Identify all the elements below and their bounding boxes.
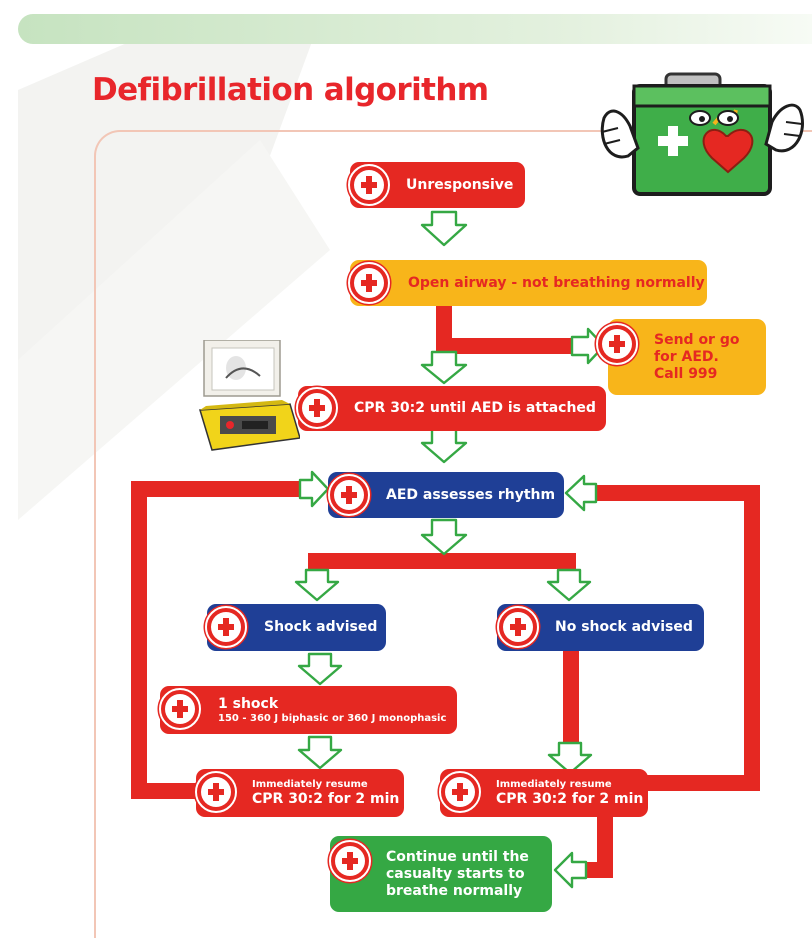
first-aid-cross-icon [159,688,201,730]
node-open-airway: Open airway - not breathing normally [348,260,707,306]
red-connector-lines [131,300,760,878]
arrow-left-loop [564,474,598,512]
node-shock-advised: Shock advised [205,604,386,651]
node-continue: Continue until the casualty starts to br… [329,836,552,912]
first-aid-cross-icon [348,262,390,304]
node-cpr-until-aed: CPR 30:2 until AED is attached [296,386,606,431]
node-resume-right: Immediately resume CPR 30:2 for 2 min [439,769,648,817]
first-aid-cross-icon [329,840,371,882]
first-aid-cross-icon [296,387,338,429]
first-aid-cross-icon [348,164,390,206]
arrow-down-4 [420,518,468,556]
arrow-down-to-shock [297,652,343,686]
node-no-shock-advised: No shock advised [497,604,704,651]
arrow-down-shock [294,568,340,602]
first-aid-cross-icon [205,606,247,648]
content-frame [94,130,812,938]
page-title: Defibrillation algorithm [92,72,489,108]
arrow-down-3 [420,426,468,464]
node-one-shock: 1 shock 150 - 360 J biphasic or 360 J mo… [159,686,457,734]
header-band [18,14,812,44]
aed-device-image [199,340,300,451]
node-unresponsive: Unresponsive [348,162,525,208]
first-aid-cross-icon [439,771,481,813]
first-aid-kit-mascot [600,72,804,196]
node-send-aed: Send or go for AED. Call 999 [596,319,766,395]
first-aid-cross-icon [497,606,539,648]
arrow-down-noshock [546,568,592,602]
first-aid-cross-icon [195,771,237,813]
arrow-right-loop [298,470,330,508]
first-aid-cross-icon [596,323,638,365]
arrow-down-to-resume-right [547,741,593,775]
arrow-down-2 [420,350,468,385]
green-arrows [294,210,606,889]
arrow-down-to-resume-left [297,735,343,770]
first-aid-cross-icon [328,474,370,516]
arrow-down-1 [420,210,468,247]
arrow-left-continue [553,851,588,889]
node-resume-left: Immediately resume CPR 30:2 for 2 min [195,769,404,817]
node-aed-assesses: AED assesses rhythm [328,472,564,518]
